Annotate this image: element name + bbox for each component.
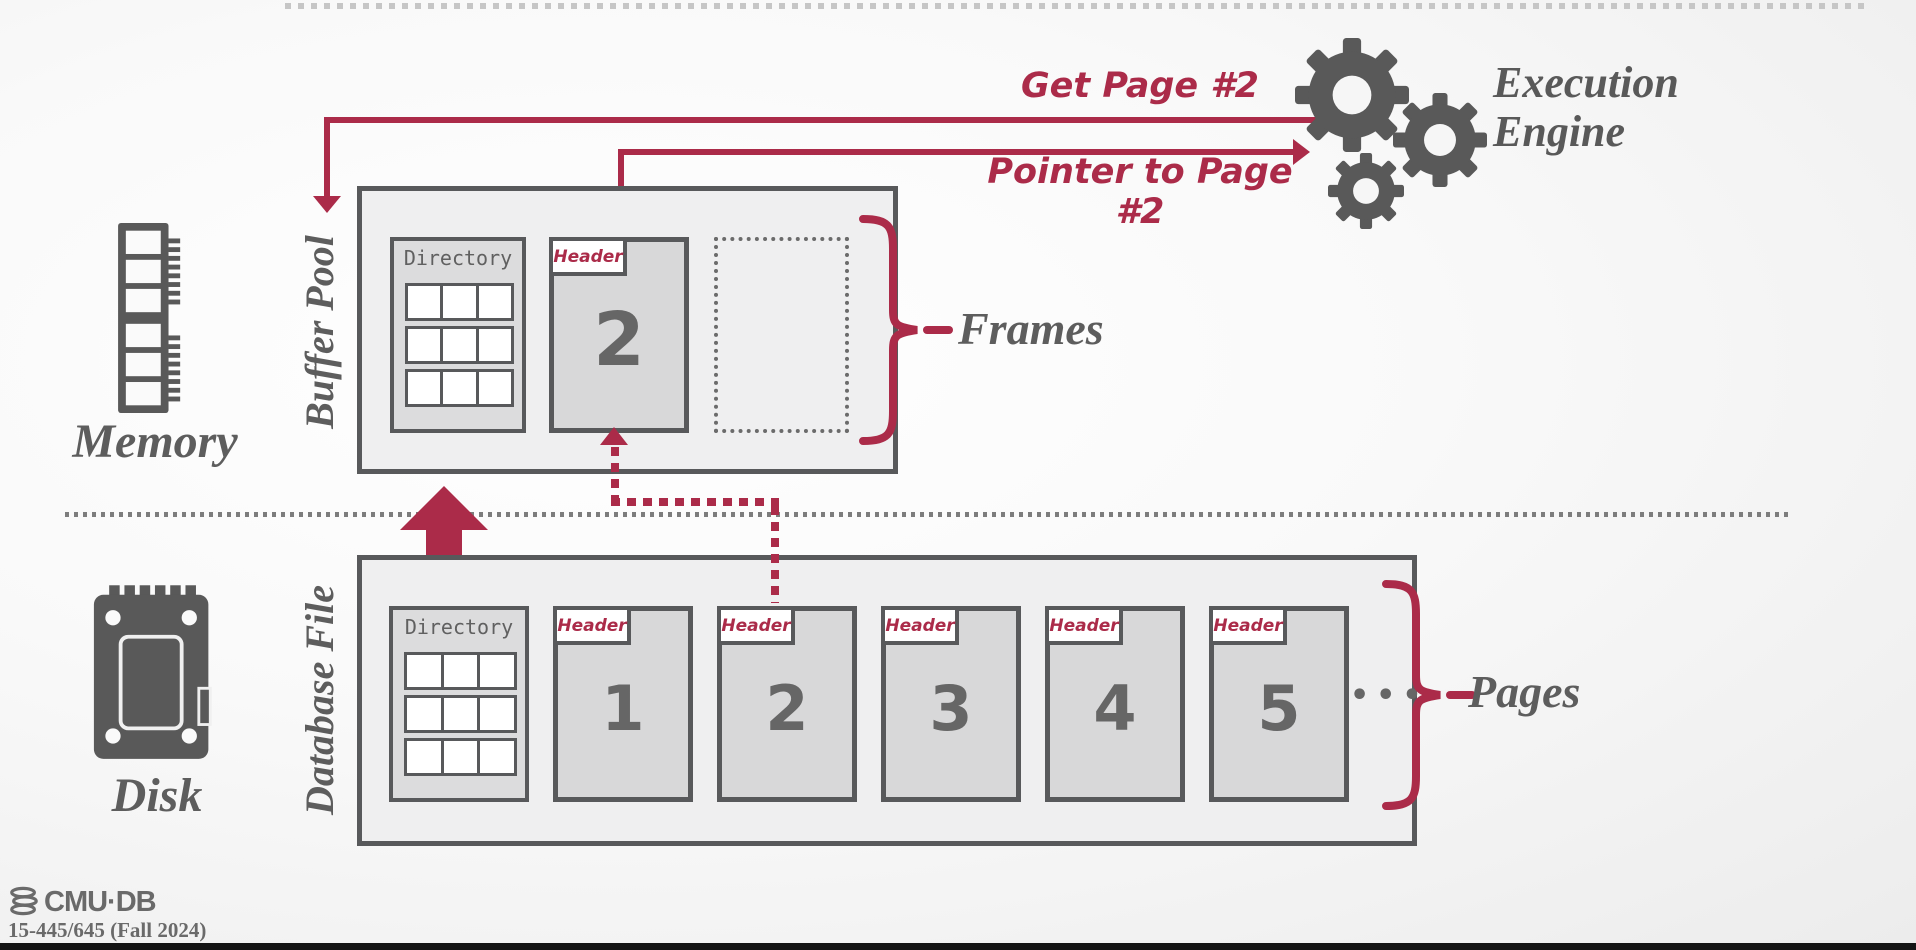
gears-icon bbox=[1295, 38, 1487, 229]
db-page-3: Header 3 bbox=[881, 606, 1021, 802]
directory-cell bbox=[405, 369, 444, 407]
pointer-label: Pointer to Page #2 bbox=[987, 152, 1293, 232]
buffer-pool-directory: Directory bbox=[390, 237, 526, 433]
page-number: 2 bbox=[593, 297, 645, 384]
database-file-box: Directory Header 1 Header 2 Header 3 Hea… bbox=[357, 555, 1422, 846]
pointer-arrowhead-icon bbox=[1293, 139, 1310, 165]
memory-label: Memory bbox=[72, 415, 238, 468]
cmu-db-logo-icon bbox=[10, 886, 38, 916]
memory-disk-divider bbox=[65, 512, 1790, 517]
pages-label: Pages bbox=[1468, 666, 1581, 717]
copy-page-dotted-horizontal bbox=[611, 498, 779, 506]
directory-cell bbox=[440, 695, 481, 733]
directory-cell bbox=[404, 738, 444, 776]
load-page-up-arrow-icon bbox=[400, 486, 488, 584]
page-number: 4 bbox=[1093, 671, 1137, 745]
page-number: 5 bbox=[1257, 671, 1301, 745]
buffer-pool-page-2: Header 2 bbox=[549, 237, 689, 433]
page-header-tab: Header bbox=[717, 606, 795, 645]
pages-brace-icon bbox=[1382, 580, 1476, 810]
get-page-arrow-horizontal bbox=[324, 117, 1352, 123]
directory-cell bbox=[475, 326, 514, 364]
ssd-disk-icon bbox=[93, 585, 212, 759]
buffer-pool-label: Buffer Pool bbox=[297, 235, 342, 429]
directory-cell bbox=[440, 738, 481, 776]
directory-cell bbox=[440, 369, 479, 407]
database-file-directory-title: Directory bbox=[404, 615, 514, 639]
course-footer-text: 15-445/645 (Fall 2024) bbox=[8, 918, 207, 942]
db-page-4: Header 4 bbox=[1045, 606, 1185, 802]
top-dotted-border bbox=[285, 3, 1865, 9]
directory-cell bbox=[440, 283, 479, 321]
empty-frame-slot bbox=[714, 237, 849, 433]
get-page-label: Get Page #2 bbox=[1020, 66, 1260, 106]
directory-cell bbox=[477, 738, 518, 776]
copy-page-dotted-vertical-upper bbox=[611, 447, 619, 498]
page-header-tab: Header bbox=[1209, 606, 1287, 645]
ram-memory-icon bbox=[118, 222, 181, 414]
page-header-tab: Header bbox=[549, 237, 627, 276]
directory-cell bbox=[477, 652, 518, 690]
cmu-db-logo-text: CMU·DB bbox=[44, 886, 157, 918]
directory-cell bbox=[405, 283, 444, 321]
directory-cell bbox=[477, 695, 518, 733]
buffer-pool-directory-title: Directory bbox=[403, 246, 513, 270]
database-file-directory: Directory bbox=[389, 606, 529, 802]
pointer-arrow-horizontal bbox=[618, 149, 1294, 155]
directory-cell bbox=[440, 652, 481, 690]
copy-page-dotted-vertical-lower bbox=[771, 506, 779, 603]
directory-cell bbox=[404, 652, 444, 690]
directory-cell bbox=[475, 369, 514, 407]
page-header-tab: Header bbox=[553, 606, 631, 645]
page-number: 2 bbox=[765, 671, 809, 745]
pages-ellipsis: ••• bbox=[1350, 678, 1429, 713]
execution-engine-line1: Execution bbox=[1493, 58, 1679, 107]
get-page-arrow-vertical bbox=[324, 117, 330, 197]
frames-label: Frames bbox=[958, 303, 1104, 354]
database-file-directory-grid bbox=[404, 652, 518, 781]
get-page-arrowhead-icon bbox=[313, 196, 341, 213]
frames-brace-icon bbox=[859, 215, 953, 445]
db-page-1: Header 1 bbox=[553, 606, 693, 802]
database-file-label: Database File bbox=[297, 585, 342, 815]
disk-label: Disk bbox=[111, 769, 203, 822]
directory-cell bbox=[405, 326, 444, 364]
directory-cell bbox=[475, 283, 514, 321]
execution-engine-line2: Engine bbox=[1493, 107, 1626, 156]
buffer-pool-directory-grid bbox=[405, 283, 514, 412]
page-header-tab: Header bbox=[1045, 606, 1123, 645]
page-header-tab: Header bbox=[881, 606, 959, 645]
copy-page-arrowhead-icon bbox=[600, 427, 628, 445]
page-number: 3 bbox=[929, 671, 973, 745]
execution-engine-label: Execution Engine bbox=[1493, 58, 1679, 156]
db-page-2: Header 2 bbox=[717, 606, 857, 802]
page-number: 1 bbox=[601, 671, 645, 745]
directory-cell bbox=[404, 695, 444, 733]
db-page-5: Header 5 bbox=[1209, 606, 1349, 802]
bottom-black-bar bbox=[0, 943, 1916, 950]
directory-cell bbox=[440, 326, 479, 364]
